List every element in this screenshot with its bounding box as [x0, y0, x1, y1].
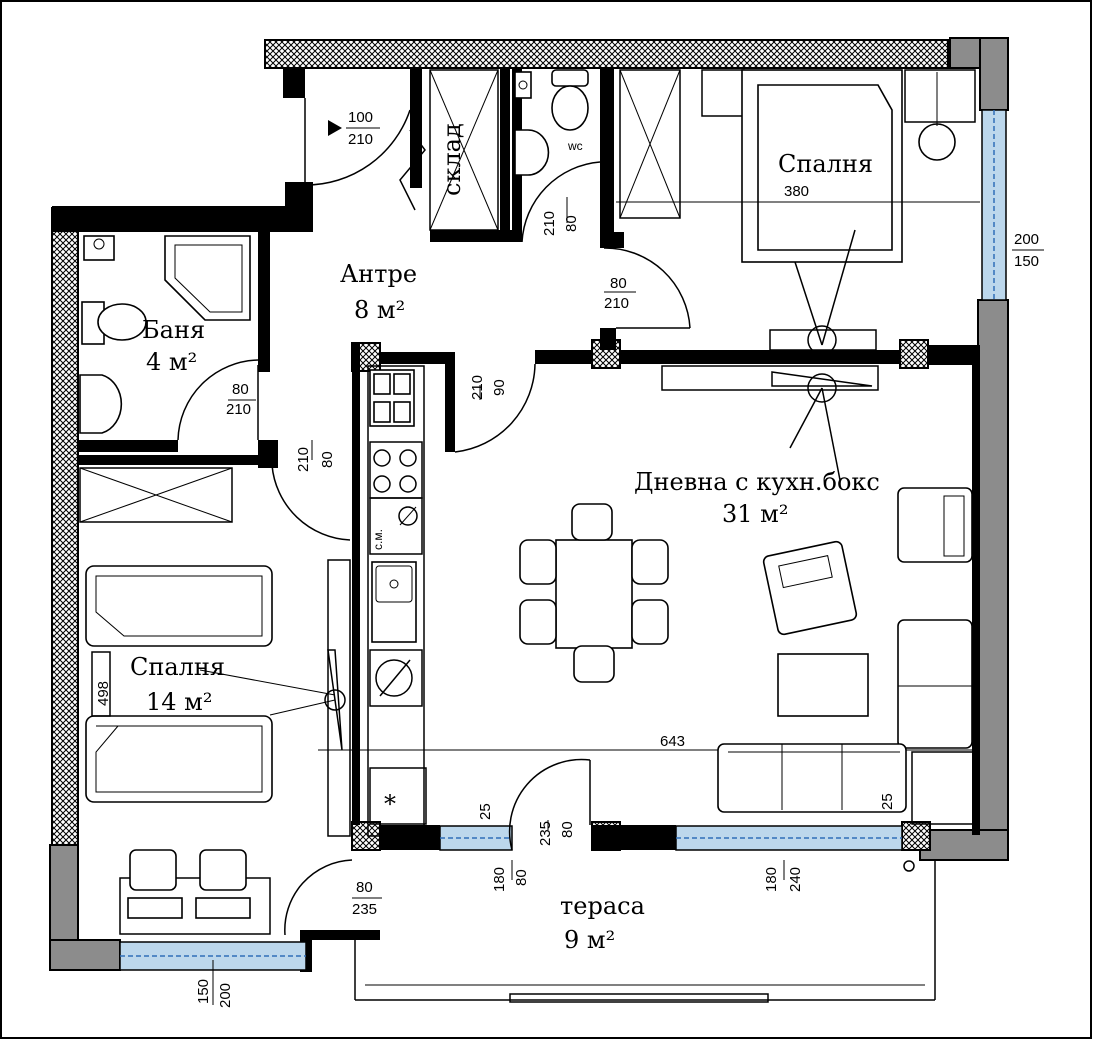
bath-door-height: 210 — [226, 401, 251, 418]
living-furniture — [519, 365, 977, 825]
bedroom-door-height: 210 — [604, 295, 629, 312]
wc-door-height: 210 — [541, 211, 558, 236]
dimension-lines — [212, 120, 1044, 1005]
room-area-living: 31 м² — [722, 500, 788, 528]
window-offset-left: 25 — [477, 803, 494, 820]
balcony-door-width: 80 — [356, 879, 373, 896]
room-area-bathroom: 4 м² — [146, 348, 197, 376]
window-offset-right: 25 — [879, 793, 896, 810]
entry-door-width: 100 — [348, 109, 373, 126]
room-area-entrance: 8 м² — [354, 296, 405, 324]
room-area-terrace: 9 м² — [564, 926, 615, 954]
room-name-entrance: Антре — [340, 260, 417, 288]
room-name-bedroom-top: Спалня — [778, 150, 873, 178]
left-bedroom-door-height: 210 — [295, 447, 312, 472]
left-window-width: 180 — [491, 867, 508, 892]
wc-door-width: 80 — [563, 215, 580, 232]
room-area-bedroom-left: 14 м² — [146, 688, 212, 716]
entry-door-height: 210 — [348, 131, 373, 148]
room-name-bedroom-left: Спалня — [130, 653, 225, 681]
bedroom-door-width: 80 — [610, 275, 627, 292]
terrace-door-width: 80 — [559, 821, 576, 838]
terrace — [354, 860, 936, 1003]
living-door-width: 90 — [491, 379, 508, 396]
bedroom-window-height: 150 — [1014, 253, 1039, 270]
bedroom-width: 380 — [784, 183, 809, 200]
room-name-terrace: тераса — [560, 892, 645, 920]
bedroom-window-width: 200 — [1014, 231, 1039, 248]
bathroom-fixtures — [79, 235, 251, 434]
left-bedroom-door-width: 80 — [319, 451, 336, 468]
storage — [399, 69, 499, 231]
living-door-height: 210 — [469, 375, 486, 400]
terrace-door-height: 235 — [537, 821, 554, 846]
washer-label: с.м. — [371, 529, 385, 550]
wc-label: wc — [567, 139, 583, 153]
dining-chairs — [519, 503, 669, 683]
doors — [177, 98, 691, 936]
kitchen-fixtures — [367, 365, 427, 837]
living-width: 643 — [660, 733, 685, 750]
top-bedroom-furniture — [616, 69, 980, 355]
storage-label: склад — [438, 123, 466, 196]
bottom-window-width: 200 — [217, 983, 234, 1008]
room-name-living: Дневна с кухн.бокс — [634, 468, 880, 496]
right-window-height: 240 — [787, 867, 804, 892]
right-window-width: 180 — [763, 867, 780, 892]
left-window-height: 80 — [513, 869, 530, 886]
left-bedroom-furniture — [79, 467, 980, 935]
fridge-icon: * — [384, 790, 396, 818]
outer-walls — [49, 37, 1009, 971]
wc-fixtures — [514, 69, 589, 176]
bottom-window-height: 150 — [195, 979, 212, 1004]
bath-door-width: 80 — [232, 381, 249, 398]
balcony-door-height: 235 — [352, 901, 377, 918]
left-width: 498 — [95, 681, 112, 706]
room-name-bathroom: Баня — [142, 316, 205, 344]
